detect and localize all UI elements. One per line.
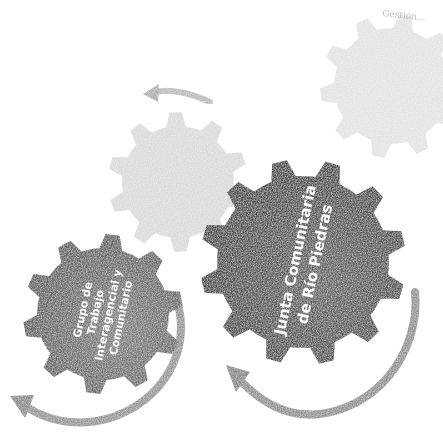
faded-gear-right (320, 14, 443, 157)
arrow-top (143, 84, 210, 102)
corner-mark: Gestión... (382, 8, 426, 23)
